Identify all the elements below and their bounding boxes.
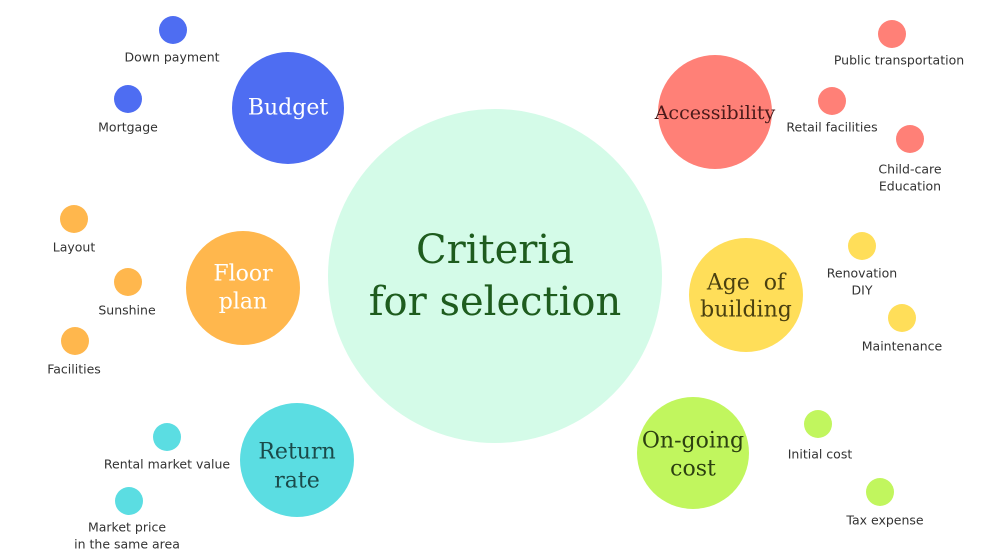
category-label-floor-plan: Floor [213,262,273,287]
center-circle [328,109,662,443]
category-circle-accessibility [658,55,772,169]
sub-label-on-going-cost: Initial cost [788,447,853,462]
sub-label-accessibility: Child-care [878,162,941,177]
sub-label-return-rate: Rental market value [104,457,231,472]
sub-dot-budget [114,85,142,113]
category-label-accessibility: Accessibility [654,102,776,124]
sub-dot-accessibility [878,20,906,48]
category-circle-floor-plan [186,231,300,345]
category-label-return-rate: rate [274,469,320,494]
center-title-line: Criteria [416,227,574,273]
sub-dot-floor-plan [114,268,142,296]
sub-dot-return-rate [153,423,181,451]
sub-label-on-going-cost: Tax expense [845,513,924,528]
category-circle-age-of-building [689,238,803,352]
sub-label-floor-plan: Facilities [47,362,101,377]
sub-dot-accessibility [818,87,846,115]
category-circle-return-rate [240,403,354,517]
category-label-on-going-cost: cost [670,457,716,482]
sub-dot-return-rate [115,487,143,515]
category-label-return-rate: Return [258,440,335,465]
sub-label-accessibility: Education [879,179,941,194]
category-label-budget: Budget [248,96,329,121]
sub-label-budget: Down payment [124,50,219,65]
sub-label-budget: Mortgage [98,120,158,135]
sub-label-age-of-building: Maintenance [862,339,943,354]
sub-label-age-of-building: Renovation [827,266,897,281]
sub-dot-age-of-building [848,232,876,260]
category-label-age-of-building: Age of [706,271,787,296]
sub-label-accessibility: Retail facilities [786,120,877,135]
sub-dot-accessibility [896,125,924,153]
category-circle-on-going-cost [637,397,749,509]
category-circle-budget [232,52,344,164]
sub-label-age-of-building: DIY [852,283,873,298]
sub-dot-floor-plan [60,205,88,233]
sub-label-accessibility: Public transportation [834,53,964,68]
sub-label-floor-plan: Layout [53,240,96,255]
sub-dot-budget [159,16,187,44]
sub-dot-on-going-cost [804,410,832,438]
sub-label-return-rate: Market price [88,520,166,535]
sub-dot-floor-plan [61,327,89,355]
center-title-line: for selection [369,279,622,325]
category-label-age-of-building: building [700,298,792,323]
category-label-on-going-cost: On-going [642,429,744,454]
sub-dot-on-going-cost [866,478,894,506]
category-label-floor-plan: plan [219,290,267,315]
sub-dot-age-of-building [888,304,916,332]
sub-label-return-rate: in the same area [74,537,180,552]
sub-label-floor-plan: Sunshine [98,303,156,318]
